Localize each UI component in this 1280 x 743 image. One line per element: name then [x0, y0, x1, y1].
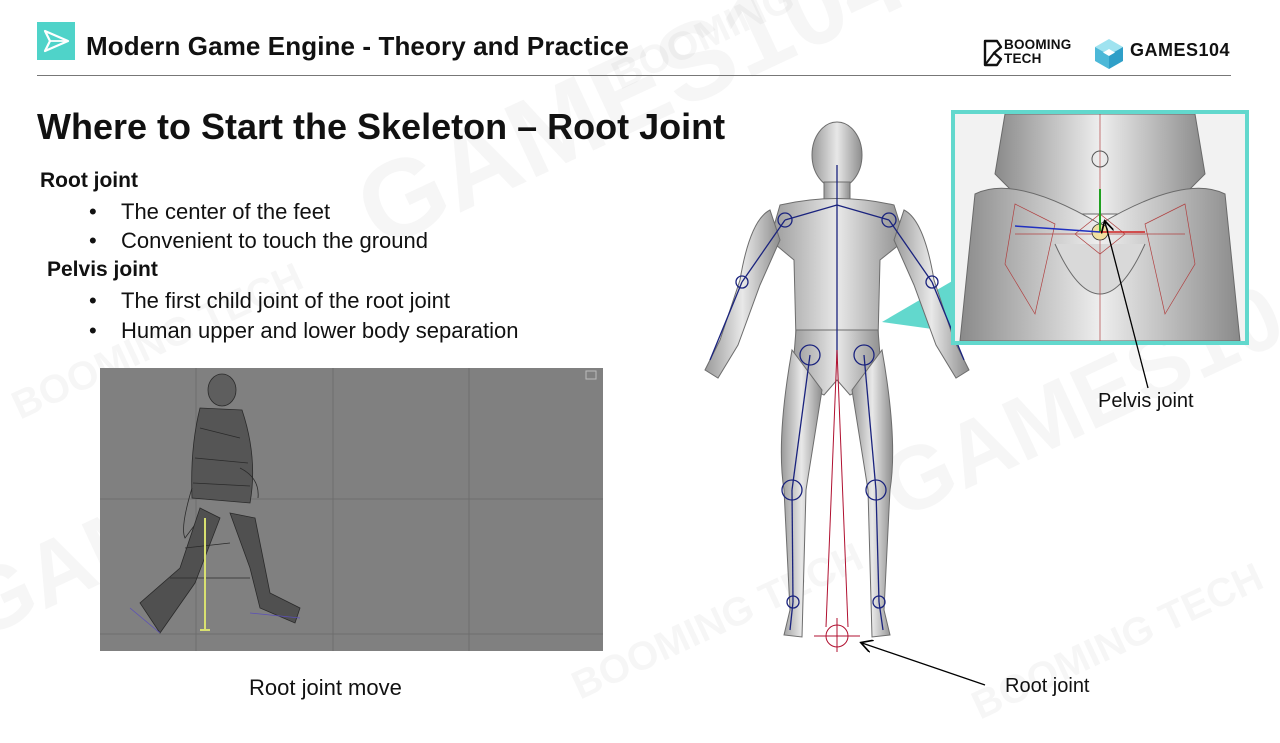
pelvis-joint-heading: Pelvis joint: [47, 258, 158, 281]
slide-title: Where to Start the Skeleton – Root Joint: [37, 106, 726, 147]
pelvis-joint-label: Pelvis joint: [1098, 390, 1194, 412]
svg-text:BOOMING TECH: BOOMING TECH: [965, 555, 1270, 728]
root-joint-move-caption: Root joint move: [249, 675, 402, 700]
booming-logo-line2: TECH: [1004, 51, 1042, 66]
course-title: Modern Game Engine - Theory and Practice: [86, 31, 629, 61]
booming-logo-line1: BOOMING: [1004, 37, 1072, 52]
games104-logo-text: GAMES104: [1130, 40, 1231, 60]
header-divider: [37, 75, 1231, 76]
root-joint-heading: Root joint: [40, 169, 138, 192]
bullet-item: The first child joint of the root joint: [89, 288, 450, 314]
walking-character-wireframe: [129, 373, 301, 634]
booming-tech-logo: BOOMING TECH: [982, 38, 1084, 68]
bullet-item: The center of the feet: [89, 199, 330, 225]
skeleton-figure: [704, 121, 970, 652]
paper-plane-logo-icon: [37, 22, 75, 60]
bullet-item: Convenient to touch the ground: [89, 228, 428, 254]
bullet-item: Human upper and lower body separation: [89, 318, 519, 344]
svg-text:BOOMING TECH: BOOMING TECH: [605, 0, 910, 98]
games-cube-icon: [1093, 37, 1125, 71]
pelvis-zoom-panel: [951, 110, 1249, 345]
root-joint-label: Root joint: [1005, 675, 1090, 697]
root-motion-viewport: [100, 368, 603, 651]
